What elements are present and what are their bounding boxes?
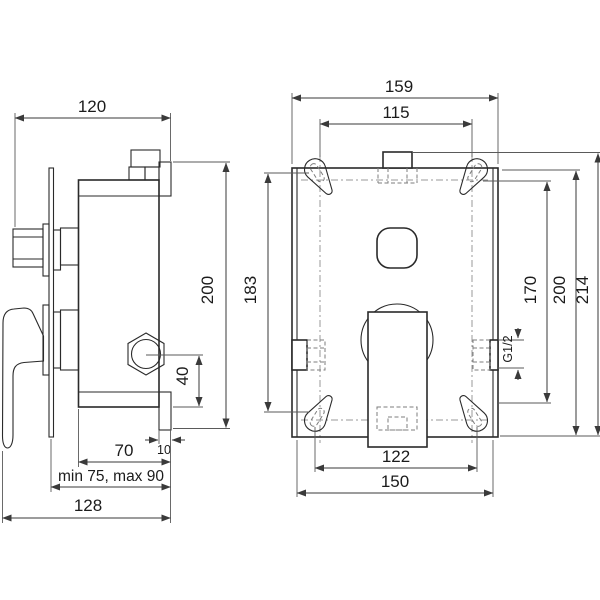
lever-assembly <box>1 304 80 449</box>
dim-122-label: 122 <box>382 447 410 466</box>
lever-handle <box>1 307 45 449</box>
top-connection-block <box>130 149 161 168</box>
cartridge-stem <box>59 309 80 371</box>
dim-115-label: 115 <box>382 103 409 122</box>
right-inlet-port <box>472 339 499 371</box>
dim-200-side-label: 200 <box>198 276 217 304</box>
top-outlet-fitting <box>158 161 172 197</box>
dim-70-label: 70 <box>115 441 134 460</box>
valve-body <box>77 149 172 431</box>
mounting-lug <box>303 395 333 432</box>
upper-escutcheon <box>42 223 50 277</box>
mounting-lug <box>303 158 333 195</box>
bottom-connection-hidden <box>376 406 418 431</box>
diverter-knob <box>12 223 80 277</box>
handle-stem <box>367 311 428 448</box>
dim-159-label: 159 <box>385 77 413 96</box>
dim-183-label: 183 <box>241 276 260 304</box>
dim-200-front-label: 200 <box>550 276 569 304</box>
dim-10-label: 10 <box>157 443 171 457</box>
dim-150-label: 150 <box>381 472 409 491</box>
dim-170-label: 170 <box>521 276 540 304</box>
side-view-dimensions: 120 200 40 10 70 min 75, max 90 <box>2 97 230 523</box>
front-view: 159 115 183 170 200 214 <box>241 77 600 497</box>
hex-plug <box>127 332 165 376</box>
bottom-outlet-fitting <box>158 391 172 431</box>
front-view-dimensions: 159 115 183 170 200 214 <box>241 77 600 497</box>
mounting-lugs <box>303 158 489 432</box>
dim-40-label: 40 <box>173 367 192 386</box>
dim-range-label: min 75, max 90 <box>58 468 164 485</box>
wall-plate <box>48 167 55 438</box>
mounting-lug <box>459 158 489 195</box>
diverter-button <box>376 227 418 269</box>
top-outlet <box>377 151 418 184</box>
dim-128-label: 128 <box>74 496 102 515</box>
mounting-lug <box>459 395 489 432</box>
side-view: 120 200 40 10 70 min 75, max 90 <box>1 97 230 523</box>
dim-214-label: 214 <box>573 276 592 304</box>
upper-stem <box>59 227 80 266</box>
left-inlet-port <box>291 339 326 371</box>
thread-g12-label: G1/2 <box>501 335 515 362</box>
dim-120-label: 120 <box>78 97 106 116</box>
